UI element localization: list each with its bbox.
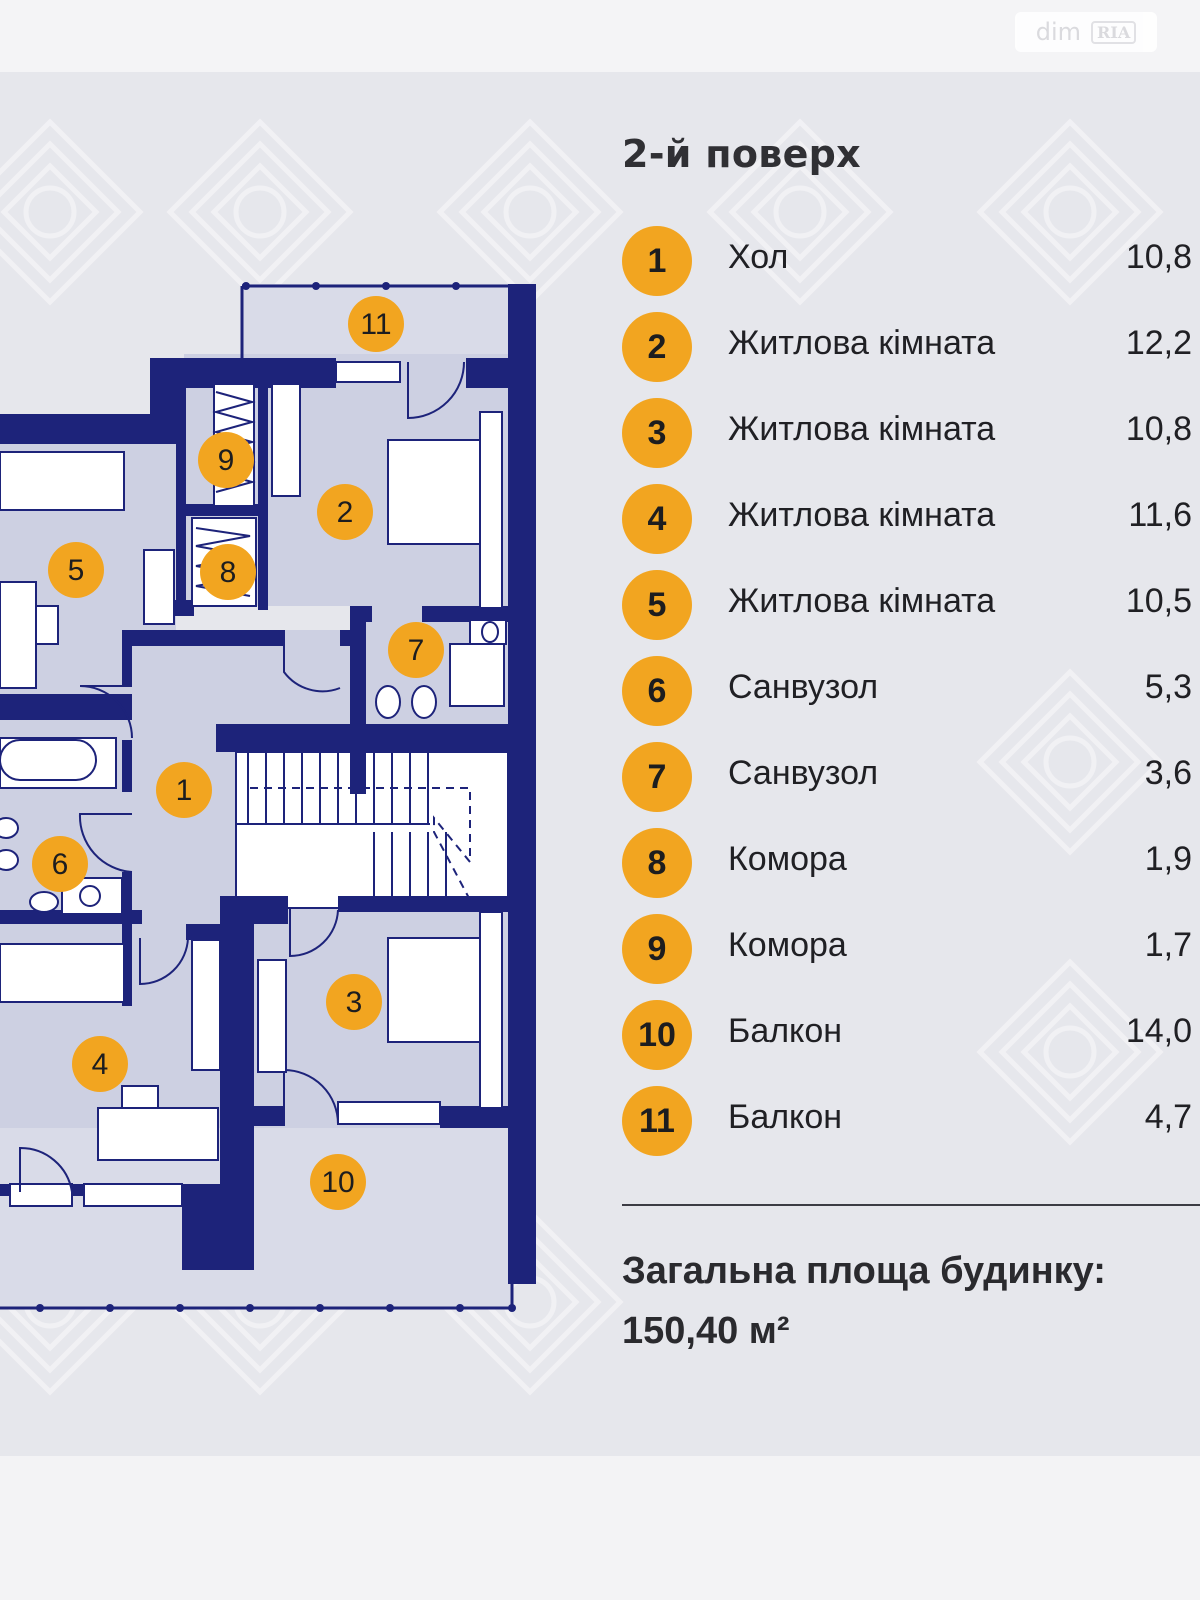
room-number-badge: 7 xyxy=(622,742,692,812)
room-number-badge: 6 xyxy=(622,656,692,726)
wardrobe-3 xyxy=(257,959,287,1073)
legend-row: 8 Комора 1,9 xyxy=(622,828,1200,898)
room-area: 5,3 xyxy=(1144,668,1192,706)
floor-title: 2-й поверх xyxy=(622,132,861,176)
room-name: Санвузол xyxy=(728,754,879,792)
furniture xyxy=(0,383,507,1161)
room-name: Житлова кімната xyxy=(728,324,996,362)
room-area: 10,5 xyxy=(1125,582,1192,620)
wardrobe-2 xyxy=(271,383,301,497)
legend-row: 10 Балкон 14,0 xyxy=(622,1000,1200,1070)
bed-2 xyxy=(387,439,481,545)
bed-4 xyxy=(0,943,125,1003)
room-badge-4: 4 xyxy=(92,1048,109,1081)
railing-posts xyxy=(36,282,516,1312)
room-name: Житлова кімната xyxy=(728,496,996,534)
room-badge-2: 2 xyxy=(337,496,354,529)
floor-plan: 11 2 9 8 5 7 1 6 3 4 10 xyxy=(0,282,536,1312)
room-badge-8: 8 xyxy=(220,556,237,589)
legend-row: 9 Комора 1,7 xyxy=(622,914,1200,984)
room-number-badge: 11 xyxy=(622,1086,692,1156)
room-badge-7: 7 xyxy=(408,634,425,667)
room-badge-3: 3 xyxy=(346,986,363,1019)
legend-row: 5 Житлова кімната 10,5 xyxy=(622,570,1200,640)
room-badges: 11 2 9 8 5 7 1 6 3 4 10 xyxy=(32,296,444,1210)
room-name: Балкон xyxy=(728,1098,843,1136)
room-area: 10,8 xyxy=(1125,238,1192,276)
room-area: 11,6 xyxy=(1128,496,1192,534)
legend-row: 1 Хол 10,8 xyxy=(622,226,1200,296)
room-number-badge: 5 xyxy=(622,570,692,640)
top-bar: dim RIA xyxy=(0,0,1200,72)
room-name: Комора xyxy=(728,840,847,878)
shower xyxy=(449,643,505,707)
room-number-badge: 9 xyxy=(622,914,692,984)
desk-4 xyxy=(97,1107,219,1161)
watermark-brand: dim xyxy=(1035,18,1082,46)
staircase xyxy=(235,751,509,909)
total-area-value: 150,40 м² xyxy=(622,1310,790,1352)
legend-row: 4 Житлова кімната 11,6 xyxy=(622,484,1200,554)
legend-row: 7 Санвузол 3,6 xyxy=(622,742,1200,812)
room-name: Санвузол xyxy=(728,668,879,706)
bed-5 xyxy=(0,451,125,511)
room-name: Житлова кімната xyxy=(728,410,996,448)
room-area: 12,2 xyxy=(1125,324,1192,362)
fixtures xyxy=(0,621,499,913)
room-area: 3,6 xyxy=(1144,754,1192,792)
room-badge-9: 9 xyxy=(218,444,235,477)
room-number-badge: 4 xyxy=(622,484,692,554)
legend-row: 3 Житлова кімната 10,8 xyxy=(622,398,1200,468)
room-name: Хол xyxy=(728,238,789,276)
room-number-badge: 3 xyxy=(622,398,692,468)
watermark-badge: RIA xyxy=(1091,20,1137,44)
legend-divider xyxy=(622,1204,1200,1206)
balcony-10-floor xyxy=(0,1128,512,1308)
room-number-badge: 8 xyxy=(622,828,692,898)
room-badge-5: 5 xyxy=(68,554,85,587)
desk-5 xyxy=(0,581,37,689)
room-badge-11: 11 xyxy=(360,308,391,341)
floor-plan-panel: 11 2 9 8 5 7 1 6 3 4 10 2-й поверх 1 Хол… xyxy=(0,72,1200,1456)
legend-row: 2 Житлова кімната 12,2 xyxy=(622,312,1200,382)
room-badge-1: 1 xyxy=(176,774,193,807)
room-name: Комора xyxy=(728,926,847,964)
room-number-badge: 2 xyxy=(622,312,692,382)
walls xyxy=(0,284,536,1284)
room-badge-6: 6 xyxy=(52,848,69,881)
legend-row: 11 Балкон 4,7 xyxy=(622,1086,1200,1156)
dim-ria-watermark: dim RIA xyxy=(1015,12,1157,52)
legend-row: 6 Санвузол 5,3 xyxy=(622,656,1200,726)
room-number-badge: 10 xyxy=(622,1000,692,1070)
room-name: Житлова кімната xyxy=(728,582,996,620)
room-number-badge: 1 xyxy=(622,226,692,296)
doors xyxy=(19,361,465,1193)
room-area: 14,0 xyxy=(1125,1012,1192,1050)
windows xyxy=(9,361,441,1207)
room-area: 4,7 xyxy=(1144,1098,1192,1136)
room-area: 1,7 xyxy=(1144,926,1192,964)
room-name: Балкон xyxy=(728,1012,843,1050)
room-area: 10,8 xyxy=(1125,410,1192,448)
total-area-label: Загальна площа будинку: xyxy=(622,1250,1106,1292)
room-area: 1,9 xyxy=(1144,840,1192,878)
bed-3 xyxy=(387,937,481,1043)
room-badge-10: 10 xyxy=(321,1166,354,1199)
